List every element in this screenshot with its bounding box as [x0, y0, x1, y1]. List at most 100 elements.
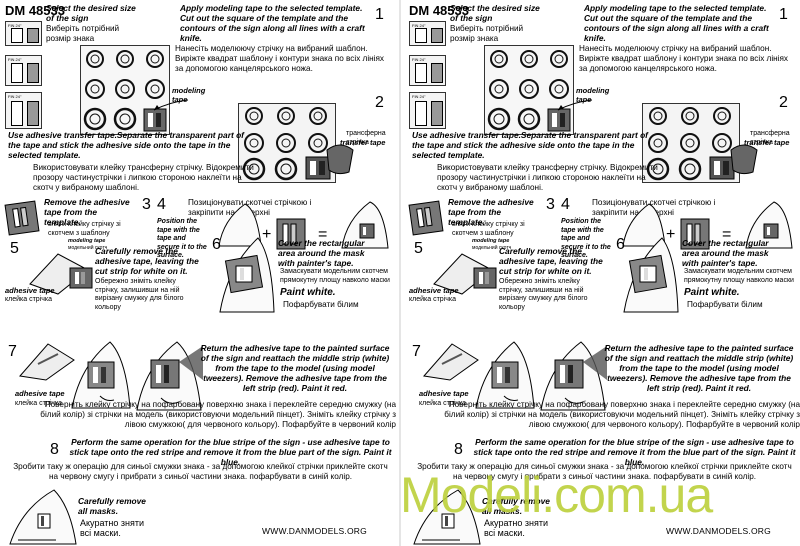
step8-uk: Зробити таку ж операцію для синьої смужк…	[417, 462, 792, 481]
instruction-page-left: DM 48533 FIN 24" FIN 24" FIN 24" Select …	[0, 0, 396, 546]
paint-red-illustration	[136, 341, 203, 411]
step7-uk: Поверніть клейку стрічку на пофарбовану …	[40, 400, 396, 429]
label-adhesive-tape-uk: клейка стрічка	[5, 296, 52, 303]
step-number-6: 6	[616, 236, 625, 253]
label-modeling-tape: modeling tape	[472, 238, 510, 244]
fin-with-mask-illustration	[341, 201, 389, 249]
website-url: WWW.DANMODELS.ORG	[262, 526, 367, 536]
arrow-icon	[153, 99, 189, 111]
label-modeling-tape-uk: модельний скотч	[472, 245, 512, 251]
label-modeling-tape: modeling tape	[576, 86, 610, 104]
paint-red-illustration	[540, 341, 607, 411]
select-size-uk: Виберіть потрібний розмір знака	[450, 24, 524, 43]
label-adhesive-tape-uk: клейка стрічка	[409, 296, 456, 303]
paint-white-uk: Пофарбувати білим	[687, 300, 763, 309]
final-en: Carefully remove all masks.	[78, 496, 146, 516]
label-transfer-uk: трансферна стрічка	[346, 130, 386, 146]
step3-uk: зняти клейку стрічку зі скотчем з шаблон…	[48, 221, 121, 237]
label-transfer-tape: transfer tape	[744, 138, 790, 147]
adhesive-tape-peel-illustration	[29, 253, 93, 295]
step2-uk: Використовувати клейку трансферну стрічк…	[437, 163, 658, 192]
step8-uk: Зробити таку ж операцію для синьої смужк…	[13, 462, 388, 481]
step3-uk: зняти клейку стрічку зі скотчем з шаблон…	[452, 221, 525, 237]
transfer-tape-roll	[326, 144, 354, 175]
final-fin-illustration	[9, 489, 77, 545]
painters-tape-illustration	[623, 237, 679, 313]
watermark: Modeli.com.ua	[400, 467, 713, 523]
template-sheet-large: FIN 24"	[5, 92, 42, 129]
document-code: DM 48533	[409, 3, 469, 18]
step-number-4: 4	[157, 196, 166, 213]
adhesive-tape-peel-illustration	[433, 253, 497, 295]
website-url: WWW.DANMODELS.ORG	[666, 526, 771, 536]
template-with-tape	[238, 103, 336, 183]
step2-uk: Використовувати клейку трансферну стрічк…	[33, 163, 254, 192]
masked-sign-illustration	[276, 218, 306, 250]
label-modeling-tape: modeling tape	[172, 86, 206, 104]
step5-en: Carefully remove the adhesive tape, leav…	[95, 246, 199, 276]
painters-tape-illustration	[219, 237, 275, 313]
step-number-1: 1	[779, 6, 788, 23]
adhesive-tape-strip-illustration	[423, 343, 479, 381]
step-number-8: 8	[50, 441, 59, 458]
tape-peel-illustration	[408, 200, 444, 236]
arrow-icon	[557, 99, 593, 111]
step6-uk: Замаскувати модельним скотчем прямокутну…	[280, 268, 390, 284]
step-number-2: 2	[779, 94, 788, 111]
label-transfer-uk: трансферна стрічка	[750, 130, 790, 146]
document-code: DM 48533	[5, 3, 65, 18]
step-number-5: 5	[10, 240, 19, 257]
equals-sign: =	[318, 226, 328, 243]
step5-uk: Обережно зніміть клейку стрічку, залишив…	[95, 278, 184, 311]
plus-sign: +	[666, 226, 676, 243]
step6-uk: Замаскувати модельним скотчем прямокутну…	[684, 268, 794, 284]
step2-en: Use adhesive transfer tape.Separate the …	[8, 130, 244, 160]
step-number-8: 8	[454, 441, 463, 458]
reattach-strip-illustration	[71, 341, 131, 409]
step7-uk: Поверніть клейку стрічку на пофарбовану …	[444, 400, 800, 429]
label-adhesive-tape-uk: клейка стрічка	[15, 400, 62, 407]
masked-sign-illustration	[680, 218, 710, 250]
template-sheet-large: FIN 24"	[409, 92, 446, 129]
step1-uk: Нанесіть моделюючу стрічку на вибраний ш…	[175, 44, 385, 73]
tail-fin-illustration	[218, 203, 262, 247]
label-adhesive-tape: adhesive tape	[5, 286, 55, 295]
step8-en: Perform the same operation for the blue …	[473, 437, 796, 467]
select-size-en: Select the desired size of the sign	[450, 3, 540, 23]
step-number-4: 4	[561, 196, 570, 213]
instruction-page-right: DM 48533 FIN 24" FIN 24" FIN 24" Select …	[404, 0, 800, 546]
tape-peel-illustration	[4, 200, 40, 236]
step-number-7: 7	[8, 343, 17, 360]
step-number-3: 3	[546, 196, 555, 213]
template-sheet-small: FIN 24"	[409, 21, 446, 46]
step5-uk: Обережно зніміть клейку стрічку, залишив…	[499, 278, 588, 311]
step1-uk: Нанесіть моделюючу стрічку на вибраний ш…	[579, 44, 789, 73]
step7-en: Return the adhesive tape to the painted …	[200, 343, 390, 393]
label-modeling-tape: modeling tape	[68, 238, 106, 244]
select-size-en: Select the desired size of the sign	[46, 3, 136, 23]
paint-white-en: Paint white.	[684, 287, 740, 298]
step-number-5: 5	[414, 240, 423, 257]
final-en: Carefully remove all masks.	[482, 496, 550, 516]
reattach-strip-illustration	[475, 341, 535, 409]
template-sheet-medium: FIN 24"	[5, 55, 42, 86]
transfer-tape-roll	[730, 144, 758, 175]
step3-en: Remove the adhesive tape from the templa…	[448, 197, 534, 227]
step6-en: Cover the rectangular area around the ma…	[682, 238, 769, 268]
step-number-6: 6	[212, 236, 221, 253]
step-number-2: 2	[375, 94, 384, 111]
page-divider	[399, 0, 401, 546]
label-transfer-tape: transfer tape	[340, 138, 386, 147]
step2-en: Use adhesive transfer tape.Separate the …	[412, 130, 648, 160]
step4-en: Position the tape with the tape and secu…	[157, 218, 207, 259]
template-sheet-small: FIN 24"	[5, 21, 42, 46]
step-number-1: 1	[375, 6, 384, 23]
step4-uk: Позиціонувати скотчеі стрічкою і закріпи…	[592, 198, 716, 217]
final-fin-illustration	[413, 489, 481, 545]
step8-en: Perform the same operation for the blue …	[69, 437, 392, 467]
step5-en: Carefully remove the adhesive tape, leav…	[499, 246, 603, 276]
step1-en: Apply modeling tape to the selected temp…	[180, 3, 365, 43]
paint-white-en: Paint white.	[280, 287, 336, 298]
step-number-3: 3	[142, 196, 151, 213]
plus-sign: +	[262, 226, 272, 243]
